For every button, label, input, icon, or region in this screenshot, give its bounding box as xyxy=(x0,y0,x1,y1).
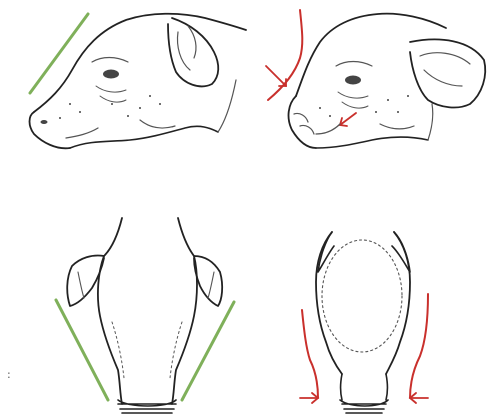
pig-head-outline-lower xyxy=(316,137,428,148)
pig-eye xyxy=(345,76,361,85)
pinched-left-guide-curve xyxy=(302,310,318,398)
top-view-pinched xyxy=(300,232,428,413)
straight-profile-guide-line xyxy=(30,14,88,93)
side-view-straight-profile xyxy=(30,14,247,149)
pig-nostril xyxy=(41,120,48,124)
tapered-right-guide-line xyxy=(182,302,234,400)
pig-face-outline-dashed xyxy=(322,240,402,352)
pig-face-shading xyxy=(112,322,182,378)
pig-ear-inner xyxy=(178,26,197,70)
pig-mouth xyxy=(66,128,98,138)
pig-eye xyxy=(103,70,119,79)
pig-head-outline xyxy=(34,14,246,112)
pig-skin-stipple xyxy=(319,95,409,117)
pig-snout xyxy=(341,374,388,400)
pig-mouth xyxy=(316,124,340,134)
pig-eye-wrinkle xyxy=(96,86,126,102)
pinched-right-guide-curve xyxy=(410,294,428,398)
pig-skin-stipple xyxy=(59,95,161,119)
pig-head-outline-lower xyxy=(70,126,218,148)
dished-profile-arrow xyxy=(266,66,286,86)
pig-snout-disc xyxy=(340,400,388,413)
pig-head-top-outline xyxy=(98,218,122,404)
top-view-tapered xyxy=(56,218,234,413)
side-view-dished-profile xyxy=(266,10,485,148)
pig-snout xyxy=(289,96,316,148)
pig-eye-wrinkle xyxy=(338,92,368,108)
pig-neck-line xyxy=(140,80,236,132)
pig-ear xyxy=(410,39,485,107)
pig-right-ear xyxy=(392,232,410,272)
pig-nostril-folds xyxy=(294,113,314,134)
pig-ear xyxy=(168,18,218,86)
pig-eye-brow xyxy=(92,58,128,63)
stray-mark: : xyxy=(7,369,11,380)
pig-ear-inner xyxy=(420,53,470,86)
pig-neck-line xyxy=(380,104,433,140)
pig-eye-brow xyxy=(336,62,372,67)
pig-snout xyxy=(30,112,71,148)
pig-snout-disc xyxy=(118,400,176,413)
